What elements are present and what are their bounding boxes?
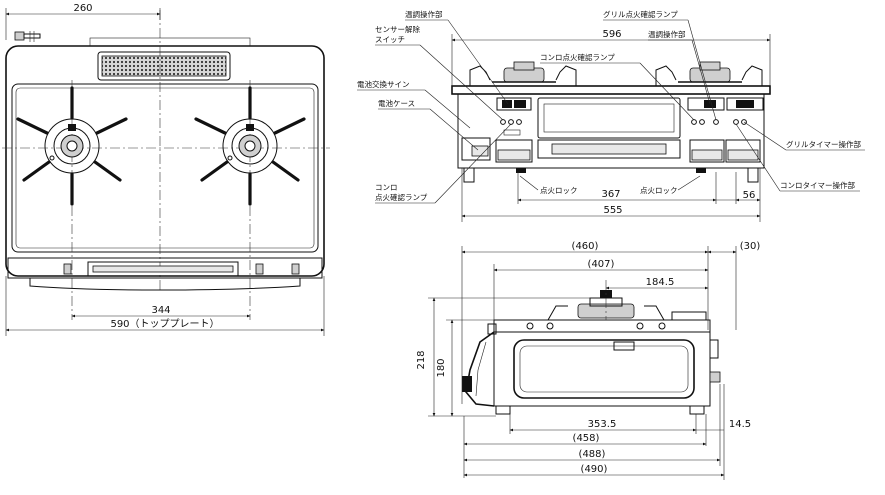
side-knob-icon xyxy=(462,376,472,392)
grill-door xyxy=(537,97,681,139)
dim-596: 596 xyxy=(602,29,621,40)
label-sensor-release-1: センサー解除 xyxy=(375,24,420,34)
front-body xyxy=(457,93,765,169)
dim-590-topplate: 590（トッププレート） xyxy=(110,318,219,330)
label-stove-lamp-2: 点火確認ランプ xyxy=(375,192,428,202)
label-battery-sign: 電池交換サイン xyxy=(357,79,410,89)
label-sensor-release-2: スイッチ xyxy=(375,35,405,44)
dim-30: (30) xyxy=(740,241,761,252)
control-panel-right xyxy=(687,97,764,163)
label-stove-lamp-1: コンロ xyxy=(375,183,398,192)
side-view: (460) (30) (407) 184.5 218 180 353.5 14.… xyxy=(416,241,760,480)
front-view: 596 555 367 56 温調操作部 センサー解除 スイッチ 電池交換サイン… xyxy=(357,9,865,222)
label-ignition-lock-left: 点火ロック xyxy=(540,186,578,195)
dim-184-5: 184.5 xyxy=(646,277,675,288)
side-body xyxy=(493,331,711,407)
side-top-plate xyxy=(493,319,711,333)
dim-367: 367 xyxy=(601,189,620,200)
label-grill-lamp: グリル点火確認ランプ xyxy=(603,9,678,19)
front-control-strip xyxy=(7,257,323,291)
back-rail xyxy=(89,37,251,47)
trivet-right-icon xyxy=(655,61,763,86)
label-ignition-lock-right: 点火ロック xyxy=(640,186,678,195)
top-view: 260 344 590（トッププレート） xyxy=(2,3,330,336)
dim-490: (490) xyxy=(581,464,608,475)
control-panel-left xyxy=(461,97,533,163)
dim-555: 555 xyxy=(603,205,622,216)
burner-right-icon xyxy=(194,86,306,206)
dim-488: (488) xyxy=(579,449,606,460)
label-stove-lamp-center: コンロ点火確認ランプ xyxy=(540,52,615,62)
burner-left-icon xyxy=(16,86,128,206)
dim-180: 180 xyxy=(436,358,447,377)
dim-407: (407) xyxy=(588,259,615,270)
trivet-left-icon xyxy=(469,61,577,86)
label-grill-timer: グリルタイマー操作部 xyxy=(786,139,861,149)
label-knob-right: 温調操作部 xyxy=(648,29,686,39)
label-battery-case: 電池ケース xyxy=(378,98,415,108)
label-stove-timer: コンロタイマー操作部 xyxy=(780,180,855,190)
dim-458: (458) xyxy=(573,433,600,444)
dim-14-5: 14.5 xyxy=(729,419,751,430)
dim-56: 56 xyxy=(743,190,756,201)
grill-vent xyxy=(97,51,231,81)
dim-260: 260 xyxy=(73,3,92,14)
dim-460: (460) xyxy=(572,241,599,252)
dim-353-5: 353.5 xyxy=(588,419,617,430)
dim-218: 218 xyxy=(416,350,427,369)
dim-344: 344 xyxy=(151,305,170,316)
side-grill-window xyxy=(513,339,695,399)
label-knob-left: 温調操作部 xyxy=(405,9,443,19)
cooktop-frame xyxy=(11,83,319,253)
gas-inlet-icon xyxy=(14,31,41,42)
